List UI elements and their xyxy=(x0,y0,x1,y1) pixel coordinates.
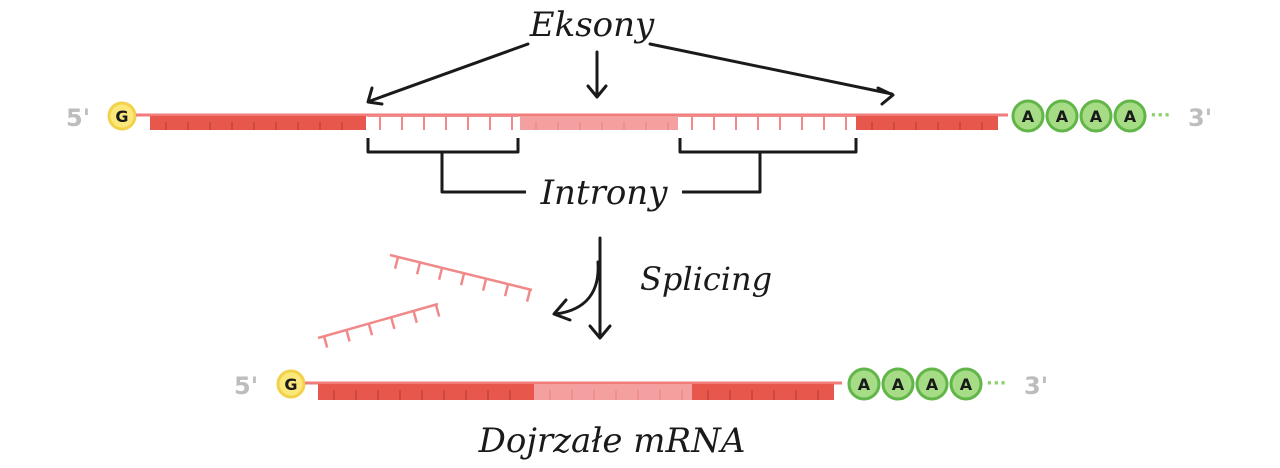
mature-poly-a-2: A xyxy=(892,375,905,394)
excised-intron-upper xyxy=(389,253,533,302)
intron-tick xyxy=(503,284,510,297)
mature-poly-a-tail: A A A A xyxy=(847,367,983,401)
mature-tail-dots: ··· xyxy=(986,373,1007,394)
pre-cap-label: G xyxy=(115,107,128,126)
intron-tick xyxy=(389,317,396,330)
intron-tick xyxy=(525,289,532,302)
splicing-arrows xyxy=(552,236,612,340)
pre-poly-a-1: A xyxy=(1022,107,1035,126)
mature-poly-a-3: A xyxy=(926,375,939,394)
excised-intron-lower xyxy=(317,302,441,348)
intron-tick xyxy=(437,267,444,280)
pre-exon-3 xyxy=(856,116,998,130)
intron-tick xyxy=(415,262,422,275)
pre-exon-1 xyxy=(150,116,366,130)
mature-mrna-strand: 5' G A A A A ··· 3' xyxy=(234,367,1048,401)
intron-tick xyxy=(393,256,400,269)
pre-intron-2 xyxy=(678,115,856,130)
intron-tick xyxy=(367,323,374,336)
pre-tail-dots: ··· xyxy=(1150,105,1171,126)
mature-cap-label: G xyxy=(284,375,297,394)
mature-mrna-label: Dojrzałe mRNA xyxy=(478,421,746,461)
pre-five-prime-label: 5' xyxy=(66,104,90,132)
exon-arrows xyxy=(366,42,895,106)
exons-label: Eksony xyxy=(529,5,655,45)
intron-tick xyxy=(345,329,351,342)
pre-mrna-strand: 5' G A A A xyxy=(66,99,1212,133)
pre-poly-a-2: A xyxy=(1056,107,1069,126)
mature-exon-2 xyxy=(534,384,692,400)
pre-poly-a-4: A xyxy=(1124,107,1137,126)
pre-three-prime-label: 3' xyxy=(1188,104,1212,132)
intron-tick xyxy=(434,304,441,317)
mature-poly-a-4: A xyxy=(960,375,973,394)
intron-tick xyxy=(459,273,466,286)
mature-five-prime-label: 5' xyxy=(234,372,258,400)
splicing-label: Splicing xyxy=(640,260,772,298)
mature-cap-circle xyxy=(276,369,306,399)
pre-cap-circle xyxy=(107,101,137,131)
intron-tick xyxy=(481,278,488,291)
mature-exon-3 xyxy=(692,384,834,400)
mature-three-prime-label: 3' xyxy=(1024,372,1048,400)
intron-tick xyxy=(412,310,419,324)
introns-label: Introny xyxy=(540,173,669,213)
pre-poly-a-tail: A A A A xyxy=(1011,99,1147,133)
mature-exon-1 xyxy=(318,384,534,400)
pre-intron-1 xyxy=(368,115,518,130)
intron-tick xyxy=(322,335,329,348)
intron-brackets xyxy=(366,138,858,194)
mature-poly-a-1: A xyxy=(858,375,871,394)
pre-exon-2 xyxy=(520,116,678,130)
pre-poly-a-3: A xyxy=(1090,107,1103,126)
